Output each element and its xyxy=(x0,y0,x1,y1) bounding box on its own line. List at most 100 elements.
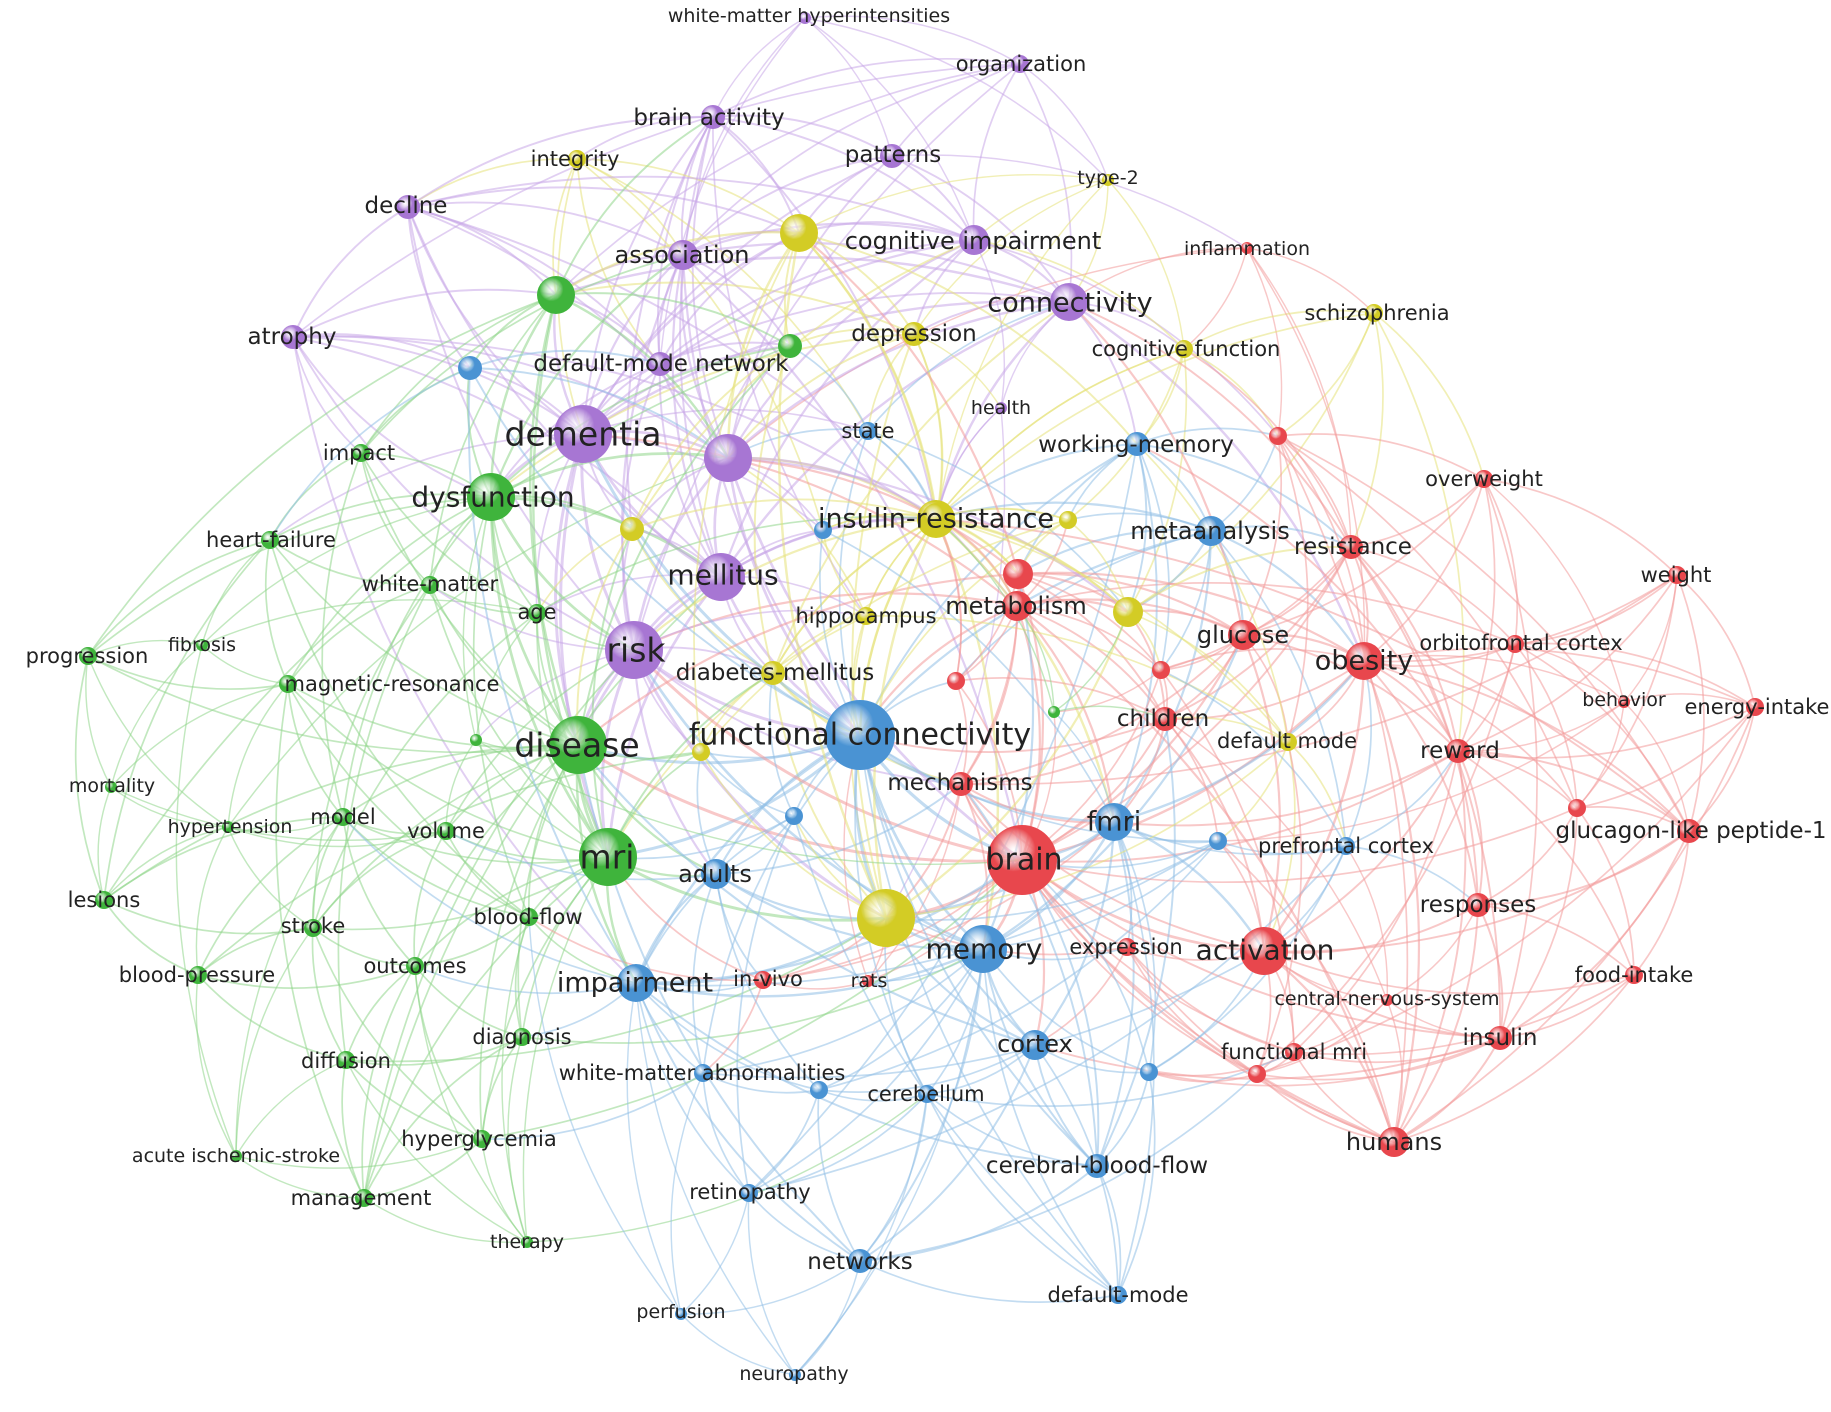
node-unlabeled-114[interactable] xyxy=(1048,706,1060,718)
node-depression[interactable] xyxy=(902,322,926,346)
node-unlabeled-95[interactable] xyxy=(458,356,482,380)
node-dysfunction[interactable] xyxy=(467,473,515,521)
node-unlabeled-94[interactable] xyxy=(922,503,952,533)
node-lesions[interactable] xyxy=(95,891,113,909)
node-cognitive-impairment[interactable] xyxy=(959,225,989,255)
node-mechanisms[interactable] xyxy=(949,772,973,796)
node-glucose[interactable] xyxy=(1228,620,1258,650)
node-unlabeled-105[interactable] xyxy=(1209,832,1227,850)
node-responses[interactable] xyxy=(1466,893,1490,917)
node-mortality[interactable] xyxy=(105,781,117,793)
node-default-mode[interactable] xyxy=(1279,733,1297,751)
node-energy-intake[interactable] xyxy=(1746,698,1764,716)
node-progression[interactable] xyxy=(79,647,97,665)
node-rats[interactable] xyxy=(862,975,874,987)
node-mri[interactable] xyxy=(579,828,637,886)
node-insulin[interactable] xyxy=(1488,1026,1512,1050)
node-brain[interactable] xyxy=(987,825,1057,895)
node-unlabeled-109[interactable] xyxy=(1140,1063,1158,1081)
node-decline[interactable] xyxy=(396,195,420,219)
node-default-mode-network[interactable] xyxy=(648,352,672,376)
node-networks[interactable] xyxy=(848,1249,872,1273)
node-impact[interactable] xyxy=(352,444,370,462)
node-stroke[interactable] xyxy=(304,919,322,937)
node-impairment[interactable] xyxy=(617,964,655,1002)
node-unlabeled-102[interactable] xyxy=(1269,427,1287,445)
node-inflammation[interactable] xyxy=(1241,242,1253,254)
node-unlabeled-113[interactable] xyxy=(692,743,710,761)
node-connectivity[interactable] xyxy=(1050,283,1088,321)
node-atrophy[interactable] xyxy=(281,325,305,349)
node-in-vivo[interactable] xyxy=(754,971,772,989)
node-organization[interactable] xyxy=(1011,55,1029,73)
node-therapy[interactable] xyxy=(521,1236,533,1248)
node-unlabeled-107[interactable] xyxy=(1568,799,1586,817)
node-retinopathy[interactable] xyxy=(740,1184,758,1202)
node-prefrontal-cortex[interactable] xyxy=(1337,837,1355,855)
node-humans[interactable] xyxy=(1379,1127,1409,1157)
node-age[interactable] xyxy=(528,604,546,622)
node-cortex[interactable] xyxy=(1020,1030,1050,1060)
node-white-matter[interactable] xyxy=(421,576,439,594)
node-outcomes[interactable] xyxy=(406,957,424,975)
node-unlabeled-96[interactable] xyxy=(778,334,802,358)
node-type-2[interactable] xyxy=(1102,174,1114,186)
node-metabolism[interactable] xyxy=(1002,591,1032,621)
node-food-intake[interactable] xyxy=(1625,966,1643,984)
node-unlabeled-99[interactable] xyxy=(1003,559,1033,589)
node-unlabeled-92[interactable] xyxy=(537,276,575,314)
node-unlabeled-110[interactable] xyxy=(1152,661,1170,679)
node-cognitive-function[interactable] xyxy=(1175,340,1193,358)
node-volume[interactable] xyxy=(437,822,455,840)
node-functional-connectivity[interactable] xyxy=(825,700,895,770)
node-magnetic-resonance[interactable] xyxy=(279,675,297,693)
node-unlabeled-106[interactable] xyxy=(810,1081,828,1099)
node-perfusion[interactable] xyxy=(675,1308,687,1320)
node-diabetes-mellitus[interactable] xyxy=(761,661,785,685)
node-risk[interactable] xyxy=(605,621,663,679)
node-unlabeled-104[interactable] xyxy=(785,807,803,825)
node-fibrosis[interactable] xyxy=(196,639,208,651)
node-diffusion[interactable] xyxy=(337,1051,355,1069)
node-activation[interactable] xyxy=(1240,927,1288,975)
node-resistance[interactable] xyxy=(1339,535,1363,559)
node-working-memory[interactable] xyxy=(1125,432,1149,456)
node-association[interactable] xyxy=(668,240,698,270)
node-unlabeled-112[interactable] xyxy=(947,672,965,690)
node-diagnosis[interactable] xyxy=(513,1028,531,1046)
node-reward[interactable] xyxy=(1446,739,1470,763)
node-obesity[interactable] xyxy=(1345,642,1383,680)
node-hippocampus[interactable] xyxy=(857,607,875,625)
node-brain-activity[interactable] xyxy=(701,105,725,129)
node-glucagon-like-peptide-1[interactable] xyxy=(1677,819,1701,843)
node-state[interactable] xyxy=(859,422,877,440)
node-hyperglycemia[interactable] xyxy=(473,1130,491,1148)
node-cerebral-blood-flow[interactable] xyxy=(1085,1154,1109,1178)
node-unlabeled-93[interactable] xyxy=(704,434,752,482)
node-overweight[interactable] xyxy=(1475,470,1493,488)
node-management[interactable] xyxy=(355,1189,373,1207)
node-unlabeled-103[interactable] xyxy=(814,521,832,539)
node-unlabeled-97[interactable] xyxy=(1059,511,1077,529)
node-schizophrenia[interactable] xyxy=(1365,304,1383,322)
node-unlabeled-101[interactable] xyxy=(857,889,915,947)
node-integrity[interactable] xyxy=(568,150,586,168)
node-adults[interactable] xyxy=(701,859,731,889)
node-acute-ischemic-stroke[interactable] xyxy=(230,1150,242,1162)
node-unlabeled-98[interactable] xyxy=(620,517,644,541)
node-orbitofrontal-cortex[interactable] xyxy=(1506,635,1524,653)
node-unlabeled-91[interactable] xyxy=(780,214,818,252)
node-expression[interactable] xyxy=(1118,938,1136,956)
node-behavior[interactable] xyxy=(1618,696,1630,708)
node-health[interactable] xyxy=(995,402,1007,414)
node-memory[interactable] xyxy=(959,925,1007,973)
node-dementia[interactable] xyxy=(554,405,612,463)
node-unlabeled-100[interactable] xyxy=(1113,597,1143,627)
node-blood-pressure[interactable] xyxy=(189,966,207,984)
node-cerebellum[interactable] xyxy=(918,1085,936,1103)
node-weight[interactable] xyxy=(1668,566,1686,584)
node-disease[interactable] xyxy=(549,716,607,774)
node-unlabeled-111[interactable] xyxy=(470,734,482,746)
node-model[interactable] xyxy=(334,808,352,826)
node-default-mode[interactable] xyxy=(1109,1286,1127,1304)
